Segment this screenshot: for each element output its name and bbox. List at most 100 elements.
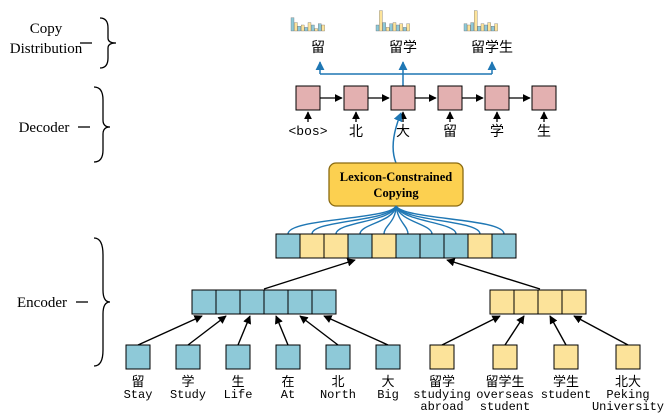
encoder-top-cell-10 <box>491 233 517 259</box>
word-en-2b: student <box>480 400 530 414</box>
char-en-6: Big <box>377 388 399 402</box>
input-char-cell-2 <box>175 344 201 370</box>
input-char-cell-4 <box>275 344 301 370</box>
copy-output-2: 留学 <box>389 40 417 56</box>
encoder-top-row <box>275 233 517 259</box>
mid-to-top-arrows <box>263 258 541 290</box>
decoder-cell-3 <box>390 85 416 111</box>
input-word-cell-4 <box>615 344 641 370</box>
encoder-top-cell-5 <box>371 233 397 259</box>
word-zh-3: 学生 <box>553 374 579 390</box>
decoder-label: Decoder <box>19 120 70 136</box>
histogram-1-bar-6 <box>307 22 312 32</box>
histogram-2-bar-9 <box>403 27 407 32</box>
decoder-cell-4 <box>437 85 463 111</box>
word-en-4b: University <box>592 400 664 414</box>
input-char-cell-5 <box>325 344 351 370</box>
histogram-1-bar-2 <box>294 22 298 32</box>
input-char-cells <box>125 344 401 370</box>
input-char-cell-1 <box>125 344 151 370</box>
histogram-3-bar-3 <box>470 22 474 32</box>
word-en-1a: studying <box>413 388 471 402</box>
encoder-word-cell-1 <box>489 289 515 315</box>
input-to-word-row-arrows <box>441 315 629 346</box>
encoder-word-cell-3 <box>537 289 563 315</box>
char-zh-1: 留 <box>131 375 144 390</box>
input-char-cell-3 <box>225 344 251 370</box>
decoder-cell-2 <box>343 85 369 111</box>
histogram-1-bar-10 <box>321 24 325 32</box>
histogram-3-bar-10 <box>494 23 498 32</box>
histogram-3-bar-4 <box>474 10 478 32</box>
copy-output-1: 留 <box>311 40 325 56</box>
histogram-2-bar-8 <box>399 23 403 32</box>
encoder-top-cell-3 <box>323 233 349 259</box>
decoder-input-3: 大 <box>396 124 410 140</box>
encoder-top-cell-1 <box>275 233 301 259</box>
encoder-top-cell-6 <box>395 233 421 259</box>
histogram-2-bar-1 <box>375 24 380 32</box>
encoder-char-row <box>191 289 337 315</box>
decoder-input-5: 学 <box>490 124 504 140</box>
word-en-2a: overseas <box>476 388 534 402</box>
histogram-2-bar-7 <box>396 24 400 32</box>
encoder-top-cell-9 <box>467 233 493 259</box>
encoder-top-cell-4 <box>347 233 373 259</box>
word-en-1b: abroad <box>420 400 463 414</box>
histogram-3-bar-6 <box>480 23 485 32</box>
decoder-cell-1 <box>295 85 321 111</box>
decoder-input-2: 北 <box>349 124 363 140</box>
copy-output-arrows <box>315 61 497 86</box>
histogram-2-bar-10 <box>406 23 410 32</box>
input-char-cell-6 <box>375 344 401 370</box>
encoder-top-cell-2 <box>299 233 325 259</box>
decoder-input-4: 留 <box>443 124 457 140</box>
decoder-input-arrows <box>304 111 548 122</box>
encoder-word-row <box>489 289 587 315</box>
char-zh-3: 生 <box>231 375 244 390</box>
copy-distribution-histograms <box>290 10 498 32</box>
char-en-1: Stay <box>124 388 153 402</box>
histogram-2-bar-3 <box>382 22 386 32</box>
copy-output-3: 留学生 <box>471 40 513 56</box>
input-word-cell-2 <box>492 344 518 370</box>
module-to-decoder-arrow <box>392 112 403 164</box>
module-label-line2: Copying <box>373 186 419 200</box>
encoder-char-cell-1 <box>191 289 217 315</box>
char-zh-6: 大 <box>381 375 394 390</box>
histogram-1-bar-7 <box>311 24 315 32</box>
word-en-4a: Peking <box>606 388 649 402</box>
char-en-4: At <box>281 388 295 402</box>
histogram-3-bar-7 <box>484 24 488 32</box>
input-word-cell-3 <box>553 344 579 370</box>
encoder-label: Encoder <box>17 295 67 311</box>
encoder-char-cell-6 <box>311 289 337 315</box>
encoder-top-cell-7 <box>419 233 445 259</box>
word-labels: 留学 studying abroad 留学生 overseas student … <box>413 374 664 414</box>
char-zh-5: 北 <box>331 375 344 390</box>
char-en-5: North <box>320 388 356 402</box>
histogram-2-bar-2 <box>379 10 383 32</box>
histogram-3-bar-1 <box>463 23 468 32</box>
histogram-1-bar-1 <box>290 17 295 32</box>
input-to-char-row-arrows <box>137 315 389 346</box>
decoder-brace <box>93 86 111 163</box>
histogram-3-bar-9 <box>491 26 495 32</box>
histogram-2-bar-4 <box>386 27 390 32</box>
decoder-cell-5 <box>484 85 510 111</box>
char-labels: 留 Stay 学 Study 生 Life 在 At 北 North 大 Big <box>124 374 399 402</box>
char-en-2: Study <box>170 388 206 402</box>
encoder-top-cell-8 <box>443 233 469 259</box>
copy-distribution-label-line2: Distribution <box>10 41 83 57</box>
encoder-char-cell-5 <box>287 289 313 315</box>
word-zh-2: 留学生 <box>485 374 524 390</box>
copy-brace <box>99 17 117 69</box>
word-zh-1: 留学 <box>429 374 455 390</box>
encoder-brace <box>93 237 111 367</box>
char-zh-4: 在 <box>281 375 294 390</box>
histogram-2-bar-5 <box>389 23 393 32</box>
histogram-1-bar-4 <box>301 24 305 32</box>
histogram-1-bar-8 <box>314 28 318 32</box>
histogram-1-bar-3 <box>297 26 301 32</box>
module-label-line1: Lexicon-Constrained <box>340 170 453 184</box>
